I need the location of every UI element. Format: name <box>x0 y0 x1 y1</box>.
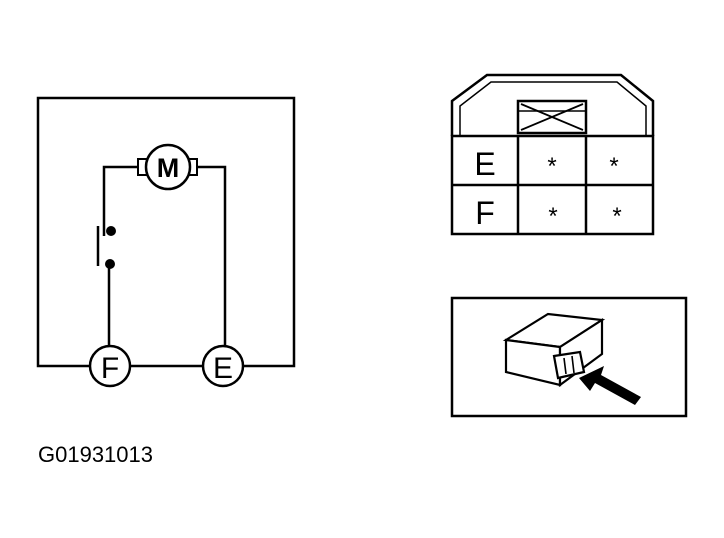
switch-contact-lower <box>105 259 115 269</box>
circuit-schematic <box>36 96 296 368</box>
pin-grid-labels: E * * F * * <box>474 146 621 231</box>
motor-circle <box>144 143 192 191</box>
module-plug <box>552 350 586 380</box>
outer-wire <box>36 96 296 368</box>
motor-label: M <box>157 153 180 183</box>
pin-e-1: * <box>547 153 556 180</box>
pointer-arrow-icon <box>579 366 641 405</box>
latch-cross-b <box>520 103 584 131</box>
module-plug-slot-2 <box>571 355 575 374</box>
right-branch-wire <box>196 165 227 346</box>
motor-symbol: M <box>137 143 198 191</box>
connector-locator <box>450 296 688 418</box>
locator-frame <box>450 296 688 418</box>
terminal-e: E <box>201 344 245 388</box>
module-plug-slot-1 <box>563 357 567 375</box>
pin-e-2: * <box>609 153 618 180</box>
switch-contact-upper <box>106 226 116 236</box>
figure-id: G01931013 <box>38 442 153 467</box>
terminal-e-label: E <box>213 352 233 385</box>
terminal-e-circle <box>201 344 245 388</box>
pin-f-2: * <box>612 203 621 230</box>
row-label-e: E <box>474 146 495 182</box>
connector-housing-outline <box>450 73 655 136</box>
terminal-f-label: F <box>101 352 119 385</box>
terminal-f-circle <box>88 344 132 388</box>
switch-contacts <box>105 226 116 269</box>
connector-latch <box>516 99 588 135</box>
row-label-f: F <box>475 195 495 231</box>
terminal-f: F <box>88 344 132 388</box>
connector-housing-inner <box>459 81 647 136</box>
connector-face <box>450 73 655 236</box>
module-front-face <box>504 338 562 387</box>
left-branch-wire <box>102 165 140 236</box>
pin-f-1: * <box>548 203 557 230</box>
